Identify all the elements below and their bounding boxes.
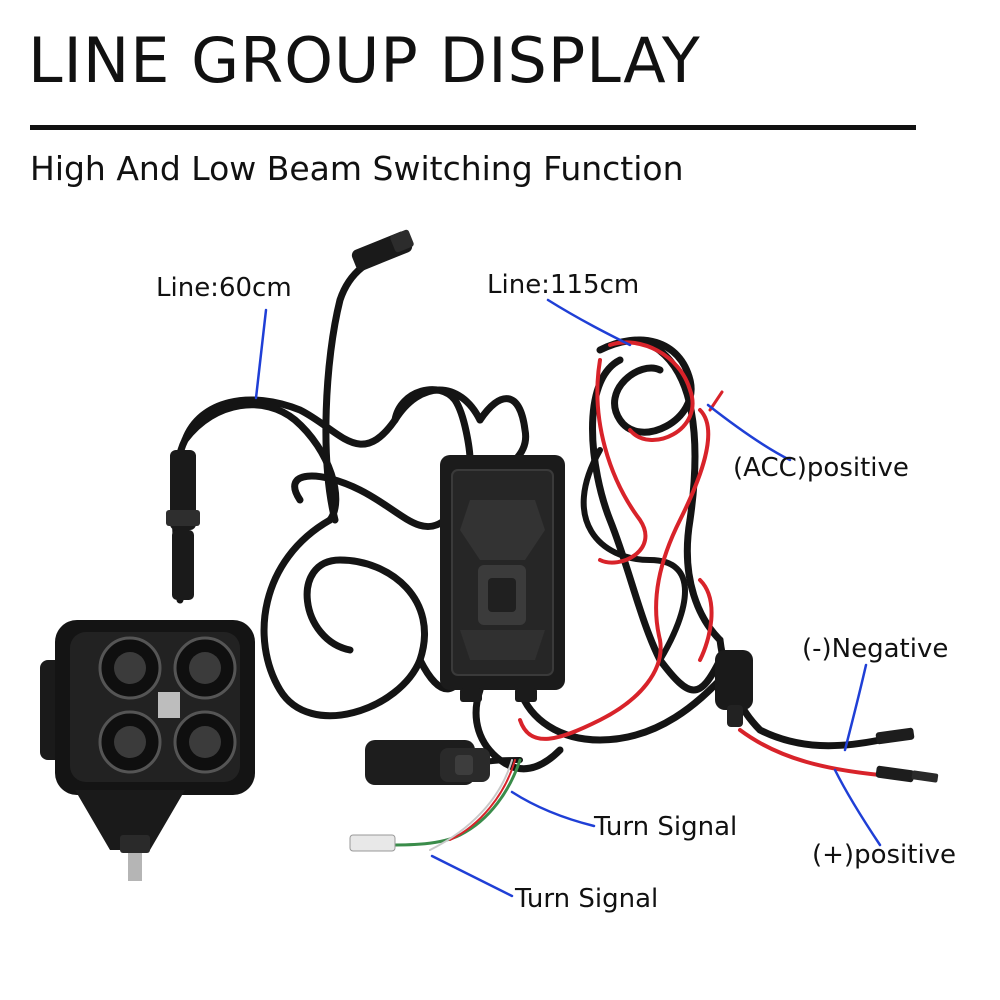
red-wire-bundle: [518, 340, 882, 777]
page-title: LINE GROUP DISPLAY: [28, 24, 701, 97]
callout-turn-signal-upper: Turn Signal: [594, 812, 738, 842]
control-box: [440, 455, 565, 702]
callout-negative: (-)Negative: [802, 634, 949, 664]
fuse-holder: [715, 650, 753, 727]
waterproof-connector-lamp: [166, 450, 200, 600]
callout-leaders: [254, 298, 882, 898]
callout-line-60cm: Line:60cm: [156, 273, 292, 303]
switch-unit: [365, 740, 490, 785]
turn-signal-wires: [349, 758, 522, 852]
title-divider: [30, 125, 916, 130]
wire-terminals: [875, 727, 939, 783]
page-subtitle: High And Low Beam Switching Function: [30, 149, 684, 188]
callout-acc-positive: (ACC)positive: [733, 453, 909, 483]
waterproof-connector-top: [351, 229, 414, 271]
led-lamp: [40, 620, 255, 881]
callout-positive: (+)positive: [812, 840, 957, 870]
callout-turn-signal-lower: Turn Signal: [515, 884, 659, 914]
callout-line-115cm: Line:115cm: [487, 270, 640, 300]
